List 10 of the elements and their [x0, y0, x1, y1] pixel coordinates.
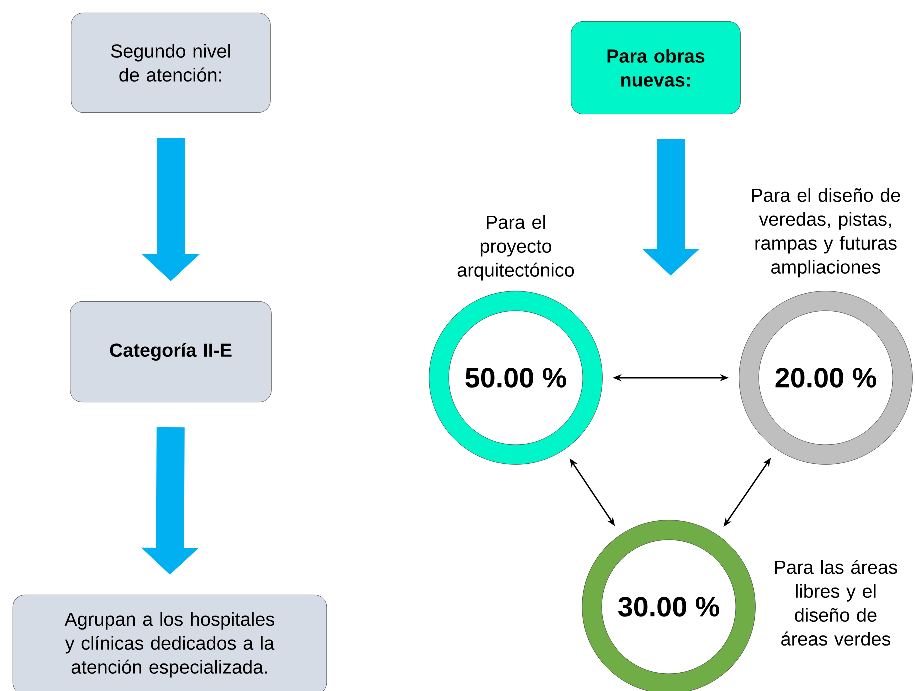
process-box: Categoría II-E	[70, 301, 272, 402]
ring-caption: Para el proyecto arquitectónico	[458, 215, 574, 281]
ring-caption: Para el diseño de veredas, pistas, rampas y futuras ampliaciones	[752, 188, 900, 278]
process-box: Para obras nuevas:	[571, 21, 741, 115]
ring: 30.00 %	[582, 520, 756, 691]
ring-caption: Para las áreas libres y el diseño de áreas verdes	[775, 560, 898, 646]
process-box: Segundo nivel de atención:	[71, 12, 271, 113]
ring: 20.00 %	[739, 291, 913, 465]
ring: 50.00 %	[429, 291, 603, 465]
process-box: Agrupan a los hospitales y clínicas dedicados a la atención especializada.	[12, 594, 328, 691]
